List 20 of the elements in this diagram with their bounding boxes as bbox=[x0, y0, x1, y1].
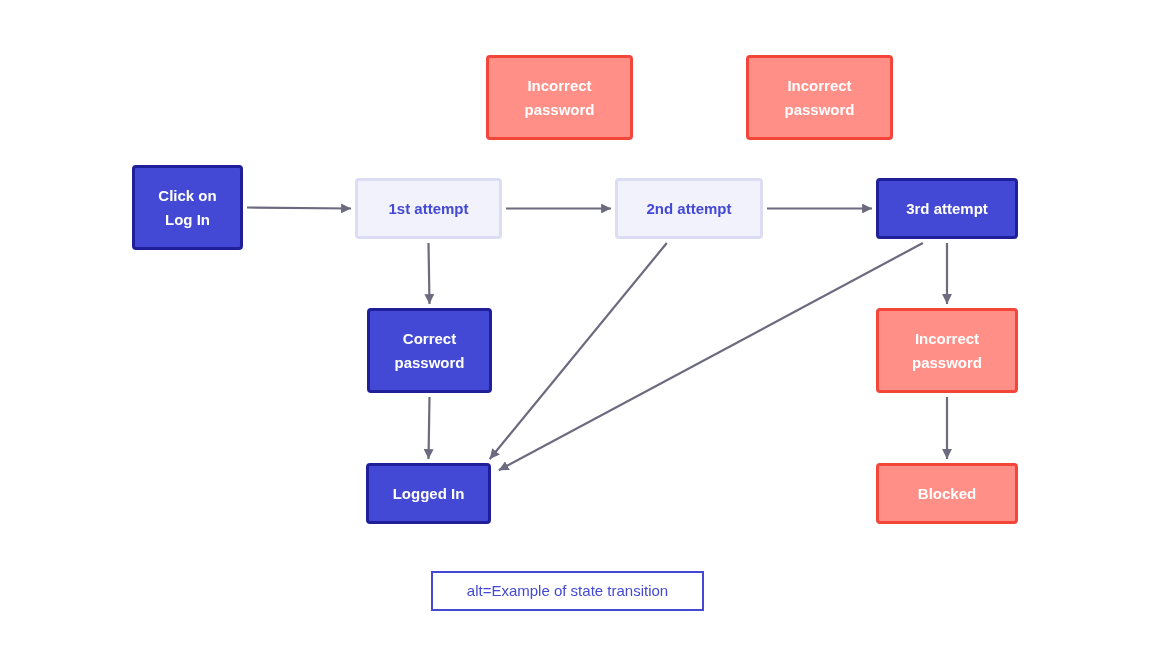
state-box: 1st attempt bbox=[355, 178, 502, 239]
error-state-box: Incorrect password bbox=[486, 55, 633, 140]
arrow bbox=[488, 242, 668, 460]
caption-box: alt=Example of state transition bbox=[431, 571, 704, 611]
state-box: 3rd attempt bbox=[876, 178, 1018, 239]
error-state-box: Incorrect password bbox=[876, 308, 1018, 393]
arrow bbox=[942, 397, 952, 459]
arrow bbox=[767, 203, 872, 214]
error-state-box: Blocked bbox=[876, 463, 1018, 524]
state-box: Click on Log In bbox=[132, 165, 243, 250]
arrow bbox=[424, 243, 435, 304]
arrow bbox=[942, 243, 952, 304]
arrow bbox=[247, 203, 351, 214]
state-box: Correct password bbox=[367, 308, 492, 393]
arrow bbox=[423, 397, 434, 459]
arrow bbox=[498, 242, 924, 472]
state-box: 2nd attempt bbox=[615, 178, 763, 239]
error-state-box: Incorrect password bbox=[746, 55, 893, 140]
state-box: Logged In bbox=[366, 463, 491, 524]
arrow bbox=[506, 203, 611, 214]
